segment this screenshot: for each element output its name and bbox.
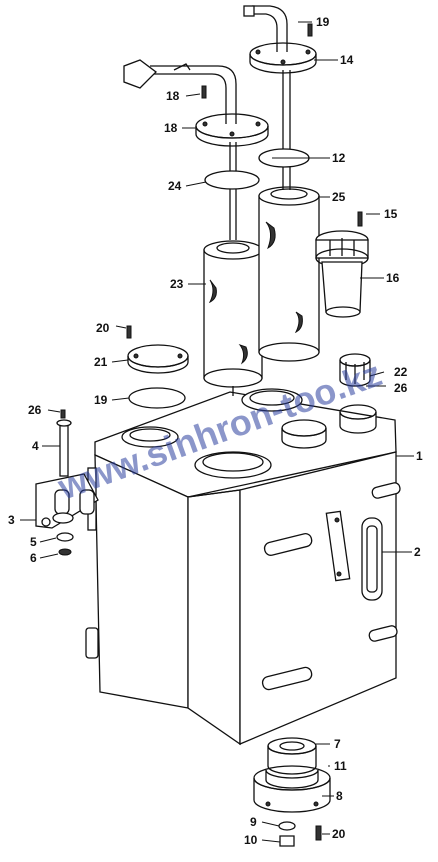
filter-element-24 (258, 186, 320, 362)
filler-cap-25 (339, 353, 371, 387)
callout-12: 12 (332, 151, 346, 165)
callout-3: 3 (8, 513, 15, 527)
callout-22: 23 (170, 277, 184, 291)
sight-gauge (325, 510, 383, 601)
callout-18-left: 18 (166, 89, 180, 103)
breather-filter-16 (315, 211, 369, 318)
callout-23: 24 (168, 179, 182, 193)
callout-15: 15 (384, 207, 398, 221)
callout-8: 8 (336, 789, 343, 803)
callout-2: 2 (414, 545, 421, 559)
filter-element-22 (203, 240, 263, 396)
cover-17-assembly (123, 59, 269, 240)
callout-labels: 19 14 18 18 12 24 25 15 16 23 20 21 22 2… (8, 15, 423, 847)
callout-17: 18 (164, 121, 178, 135)
callout-1: 1 (416, 449, 423, 463)
callout-5: 5 (30, 535, 37, 549)
callout-24: 25 (332, 190, 346, 204)
gasket-23 (204, 170, 260, 190)
callout-20-bottom: 20 (332, 827, 346, 841)
callout-9: 9 (250, 815, 257, 829)
callout-26: 26 (28, 403, 42, 417)
tank-body (85, 391, 397, 746)
gasket-19 (128, 387, 186, 409)
left-bracket-assembly (35, 409, 99, 556)
leader-lines (20, 21, 414, 843)
callout-11: 11 (334, 759, 347, 773)
callout-4: 4 (32, 439, 39, 453)
callout-14: 14 (340, 53, 354, 67)
cover-21 (126, 325, 189, 374)
callout-13: 22 (394, 365, 408, 379)
callout-16: 16 (386, 271, 400, 285)
tank-top-openings (121, 388, 377, 479)
callout-18-top: 19 (316, 15, 330, 29)
cover-14-assembly (243, 5, 317, 190)
callout-21: 21 (94, 355, 108, 369)
callout-19: 19 (94, 393, 108, 407)
bottom-flange-assembly (253, 737, 331, 847)
callout-20-top: 20 (96, 321, 110, 335)
tank-slots (261, 482, 401, 691)
callout-7: 7 (334, 737, 341, 751)
callout-6: 6 (30, 551, 37, 565)
callout-25: 26 (394, 381, 408, 395)
callout-10: 10 (244, 833, 258, 847)
